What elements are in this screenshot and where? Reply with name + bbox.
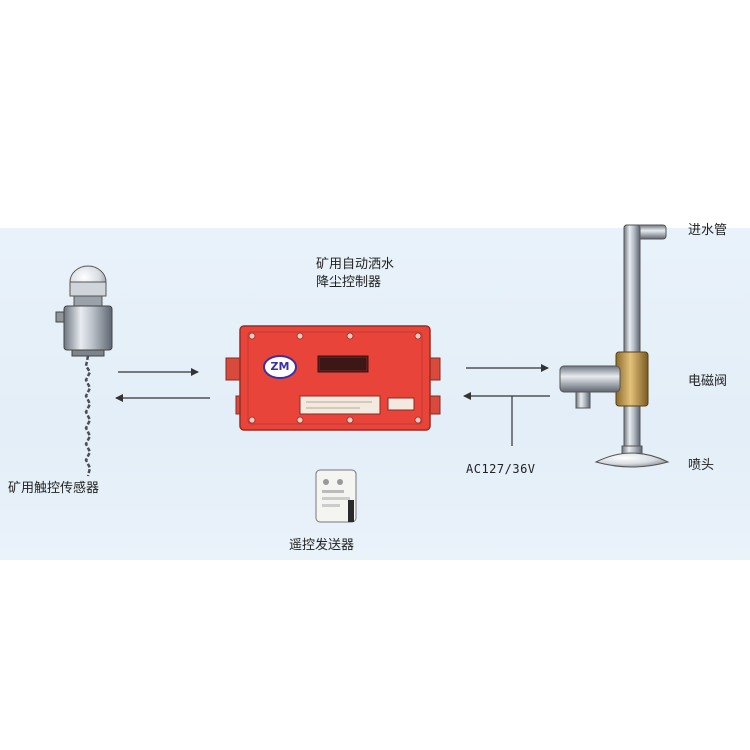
power-label: AC127/36V bbox=[466, 462, 536, 476]
spray-nozzle-image bbox=[594, 445, 670, 468]
remote-transmitter-image bbox=[315, 469, 357, 523]
controller-title-line2: 降尘控制器 bbox=[316, 275, 382, 290]
water-pipe-image bbox=[623, 224, 667, 453]
touch-sensor-image bbox=[55, 265, 113, 477]
nozzle-label: 喷头 bbox=[688, 458, 715, 473]
solenoid-valve-image bbox=[559, 351, 649, 409]
controller-logo-text: ZM bbox=[270, 360, 290, 373]
sensor-label: 矿用触控传感器 bbox=[8, 481, 100, 496]
controller-box-image bbox=[225, 325, 441, 431]
remote-label: 遥控发送器 bbox=[289, 538, 355, 553]
pipe-label: 进水管 bbox=[688, 223, 728, 238]
controller-title-line1: 矿用自动洒水 bbox=[316, 257, 395, 272]
valve-label: 电磁阀 bbox=[688, 374, 728, 389]
